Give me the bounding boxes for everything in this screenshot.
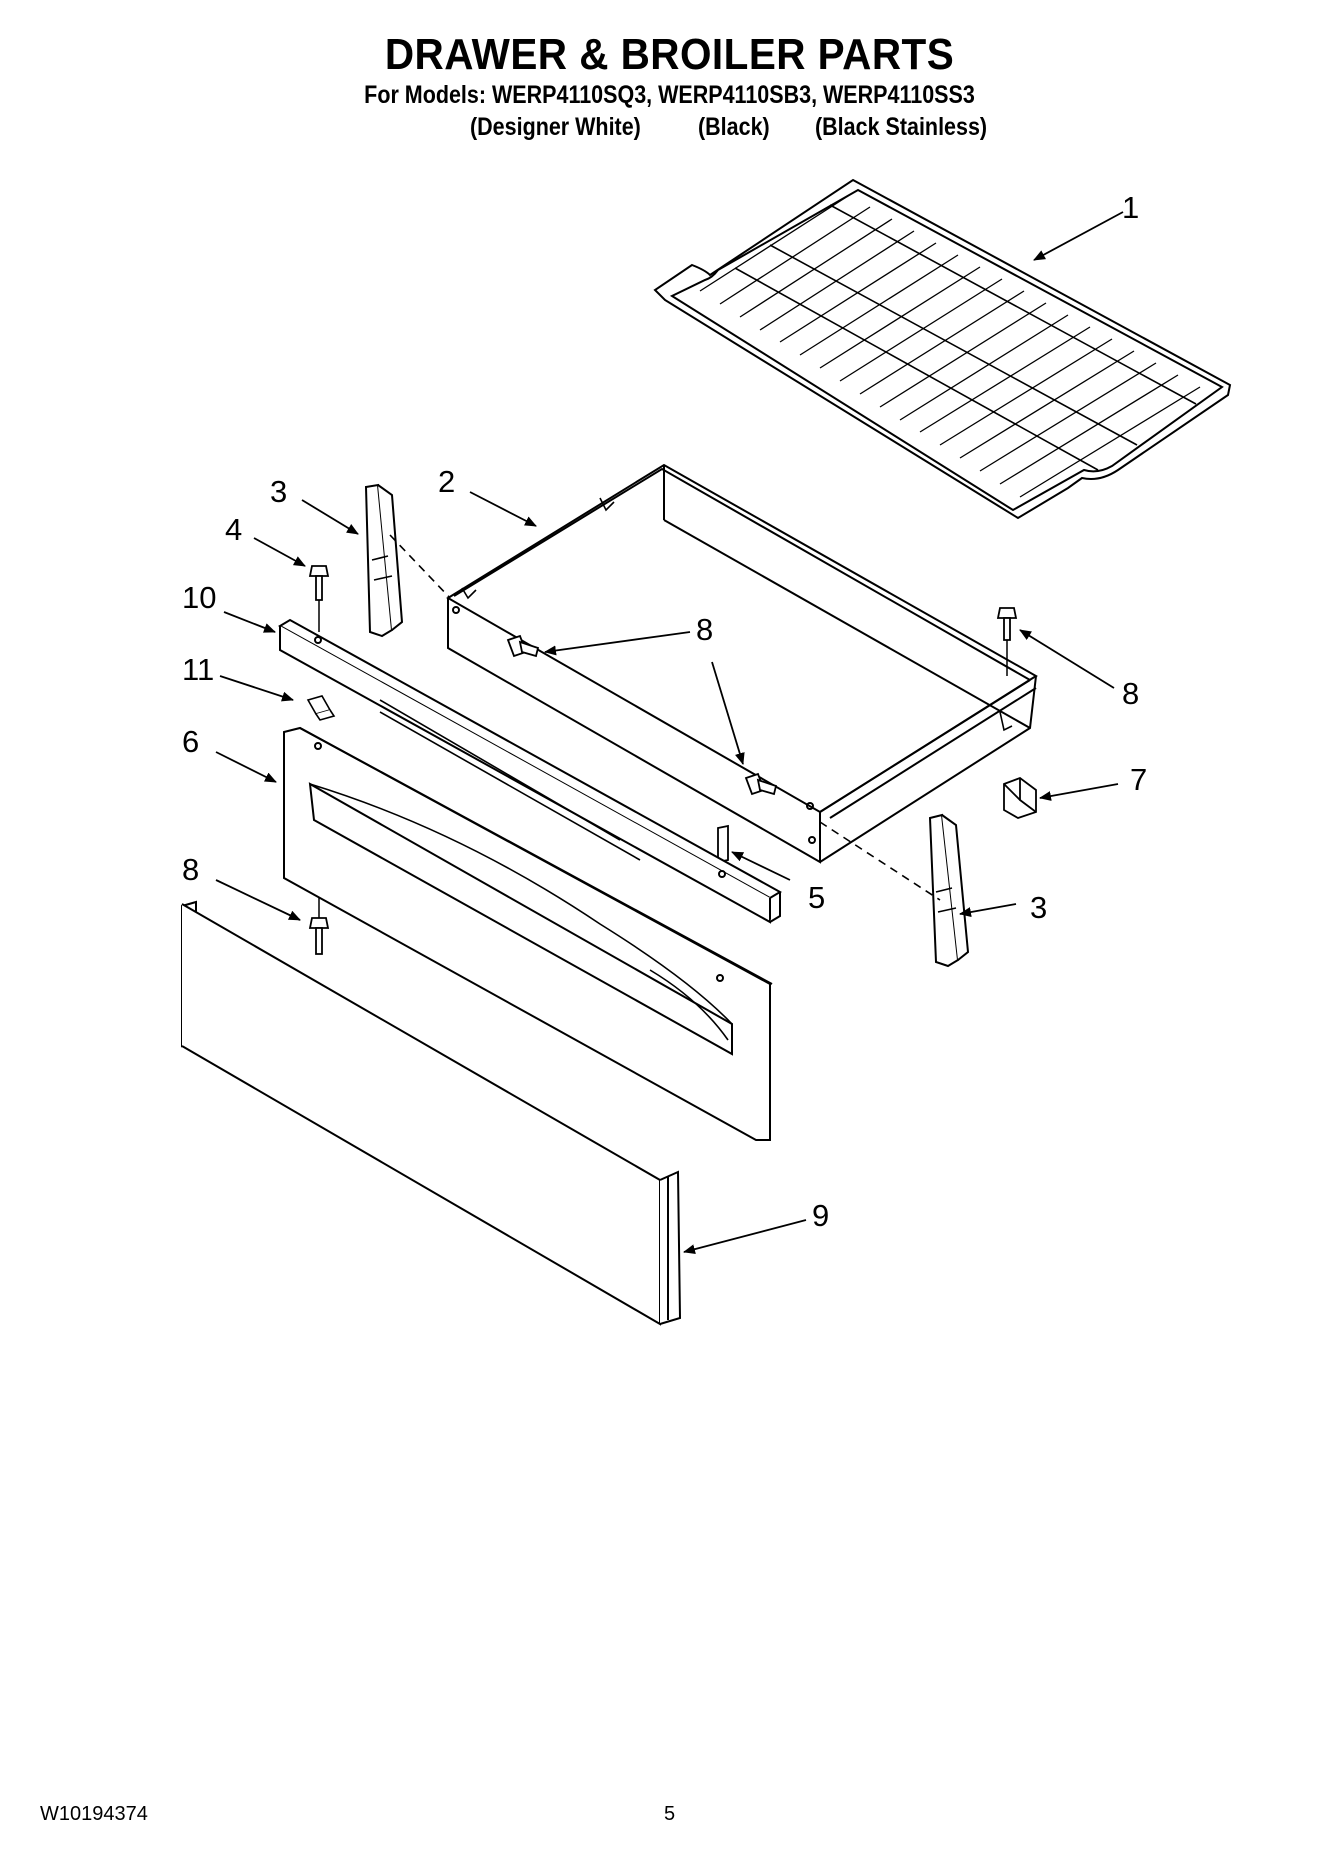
screw-part-8-rightup [996,607,1018,676]
page-title: DRAWER & BROILER PARTS [384,30,955,79]
callout-1: 1 [1122,190,1139,225]
glide-left-dashed-line [389,534,451,599]
page-header: DRAWER & BROILER PARTS For Models: WERP4… [0,30,1339,110]
callout-3-right: 3 [1030,890,1047,925]
screw-part-8-middle [744,772,778,796]
callout-6: 6 [182,724,199,759]
drawer-glide-left [364,483,404,638]
page-number: 5 [663,1803,676,1825]
bracket-part-11 [306,695,336,721]
screw-part-4 [308,565,330,632]
broiler-rack [653,178,1232,520]
variant-designer-white: (Designer White) [470,113,641,141]
leader-lines [215,211,1124,1255]
callout-4: 4 [225,512,242,547]
callout-2: 2 [438,464,455,499]
callout-8-upper: 8 [696,612,713,647]
callout-8-right: 8 [1122,676,1139,711]
clip-part-7 [1003,776,1037,819]
drawer-glide-right [928,813,970,968]
drawer-pan [446,463,1038,864]
drawer-front-panel [283,726,773,1141]
callout-11: 11 [182,652,214,687]
variant-black-stainless: (Black Stainless) [815,113,988,141]
callout-9: 9 [812,1198,829,1233]
document-number: W10194374 [40,1803,148,1825]
drawer-handle-trim [278,618,782,924]
callout-10: 10 [182,580,216,615]
outer-drawer-front [181,900,682,1326]
variant-black: (Black) [698,113,770,141]
callout-5: 5 [808,880,825,915]
screw-part-8-left [506,634,540,658]
models-line: For Models: WERP4110SQ3, WERP4110SB3, WE… [364,81,975,109]
callout-3-left: 3 [270,474,287,509]
callout-7: 7 [1130,762,1147,797]
glide-right-dashed-line [819,821,941,901]
callout-8-lower: 8 [182,852,199,887]
